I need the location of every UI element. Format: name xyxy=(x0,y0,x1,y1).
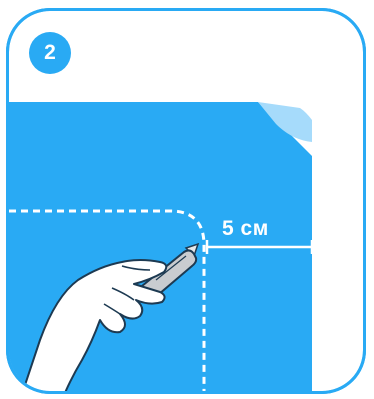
dimension-label: 5 см xyxy=(222,217,269,241)
step-number-badge-front: 2 xyxy=(29,32,71,74)
